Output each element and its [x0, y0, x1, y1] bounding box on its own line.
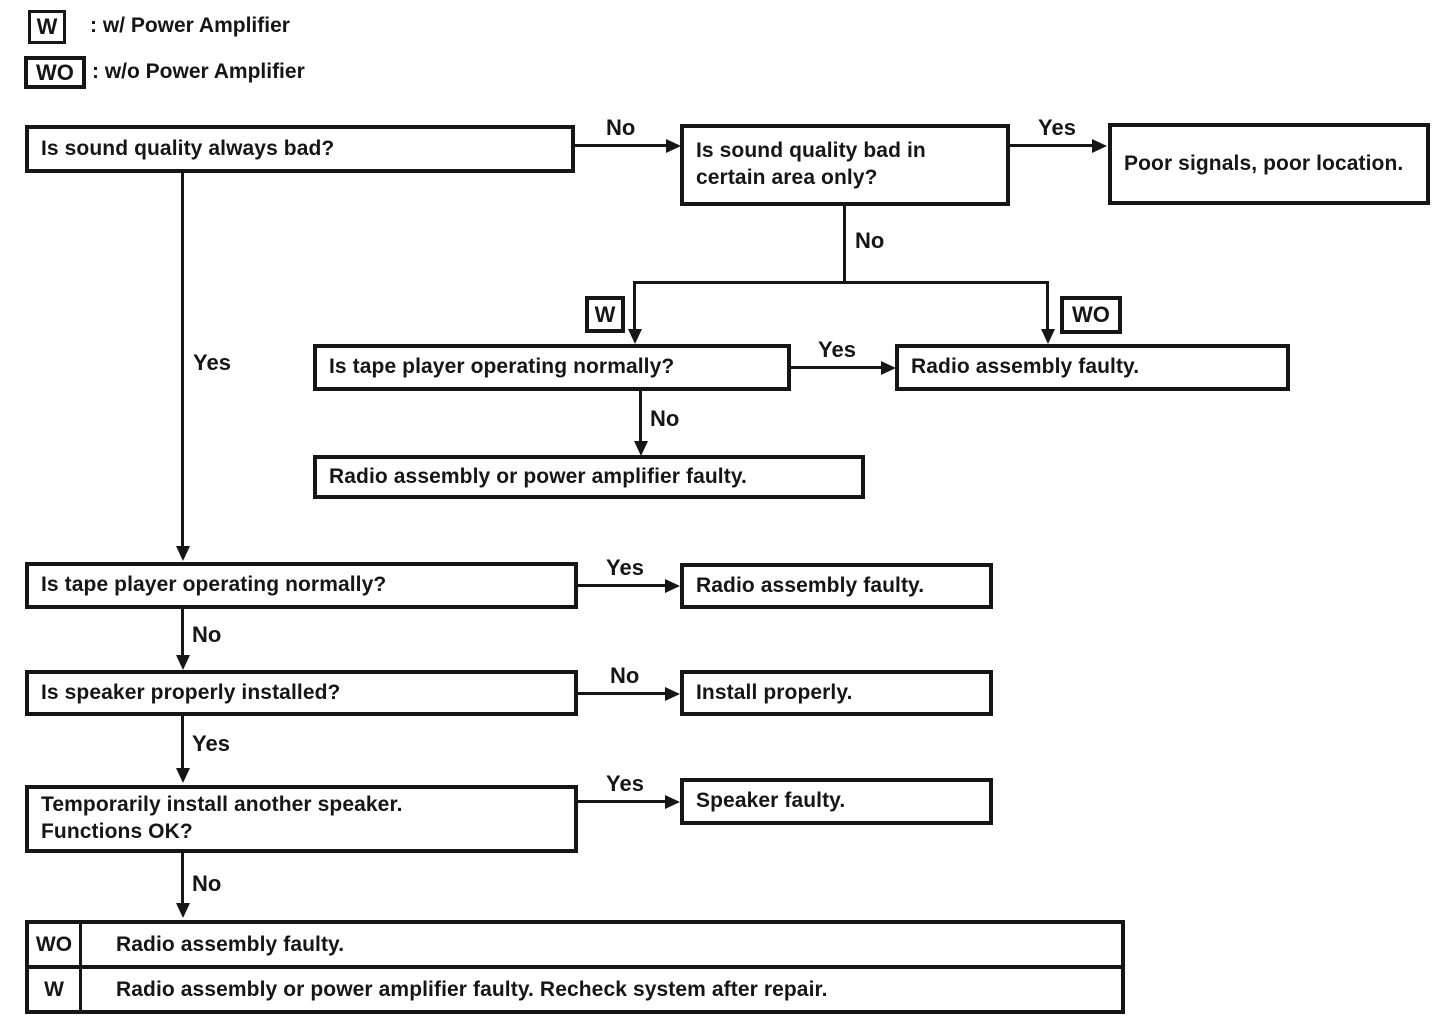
split-left-line	[633, 281, 636, 331]
edge-speaker-no-line	[578, 692, 668, 695]
edge-tape-top-yes-label: Yes	[818, 337, 856, 362]
node-q-certain-area-text: Is sound quality bad in certain area onl…	[696, 139, 926, 189]
edge-speaker-yes-label: Yes	[192, 731, 230, 756]
edge-q1-no-line	[575, 144, 668, 147]
edge-tape-mid-yes-arrowhead	[665, 579, 680, 593]
node-end-speaker-faulty-text: Speaker faulty.	[696, 789, 846, 813]
node-q-tape-player-top-text: Is tape player operating normally?	[329, 355, 675, 379]
split-left-arrowhead	[628, 329, 642, 344]
split-right-line	[1046, 281, 1049, 331]
edge-tape-mid-yes-line	[578, 584, 668, 587]
edge-tape-mid-yes-label: Yes	[606, 555, 644, 580]
edge-speaker-yes-line	[181, 716, 184, 770]
edge-q2-yes-label: Yes	[1038, 115, 1076, 140]
node-q-temp-speaker-line1: Temporarily install another speaker.	[41, 793, 403, 817]
legend-wo-symbol-text: WO	[36, 59, 74, 85]
node-end-radio-faulty-mid: Radio assembly faulty.	[680, 563, 993, 609]
legend-w-label: : w/ Power Amplifier	[90, 14, 290, 37]
node-end-radio-faulty-top-text: Radio assembly faulty.	[911, 355, 1140, 379]
edge-q2-yes-arrowhead	[1092, 139, 1107, 153]
edge-tape-mid-no-line	[181, 609, 184, 657]
result-table: WO Radio assembly faulty. W Radio assemb…	[25, 920, 1125, 1014]
legend-w-symbol-text: W	[36, 14, 58, 39]
edge-tape-top-yes-line	[791, 366, 884, 369]
legend-wo-label: : w/o Power Amplifier	[92, 60, 305, 83]
node-end-install-properly: Install properly.	[680, 670, 993, 716]
edge-tape-mid-no-label: No	[192, 622, 222, 647]
edge-speaker-no-label: No	[610, 663, 640, 688]
node-end-radio-faulty-top: Radio assembly faulty.	[895, 344, 1290, 391]
result-row-wo: WO Radio assembly faulty.	[29, 924, 1121, 965]
node-q-speaker-installed-text: Is speaker properly installed?	[41, 680, 341, 704]
edge-tape-mid-no-arrowhead	[176, 655, 190, 670]
legend-wo-symbol: WO	[24, 56, 86, 89]
split-horizontal-line	[633, 281, 1049, 284]
result-row-w: W Radio assembly or power amplifier faul…	[29, 965, 1121, 1010]
edge-q1-yes-label: Yes	[193, 350, 231, 375]
branch-wo-tag: WO	[1060, 296, 1122, 334]
edge-tape-top-no-arrowhead	[634, 441, 648, 456]
node-end-poor-signals-text: Poor signals, poor location.	[1124, 151, 1404, 175]
node-q-tape-player-mid-text: Is tape player operating normally?	[41, 573, 387, 597]
branch-wo-tag-text: WO	[1072, 302, 1110, 327]
node-end-radio-or-amp: Radio assembly or power amplifier faulty…	[313, 455, 865, 499]
edge-tape-top-yes-arrowhead	[881, 361, 896, 375]
result-row-w-tag: W	[29, 969, 82, 1010]
edge-temp-no-arrowhead	[176, 903, 190, 918]
edge-speaker-no-arrowhead	[665, 687, 680, 701]
edge-temp-yes-label: Yes	[606, 771, 644, 796]
node-q-always-bad: Is sound quality always bad?	[25, 125, 575, 173]
node-end-speaker-faulty: Speaker faulty.	[680, 778, 993, 825]
node-q-certain-area: Is sound quality bad in certain area onl…	[680, 124, 1010, 206]
legend-w-symbol: W	[28, 10, 66, 44]
node-end-radio-faulty-mid-text: Radio assembly faulty.	[696, 573, 925, 597]
edge-q1-no-arrowhead	[666, 139, 681, 153]
branch-w-tag-text: W	[594, 301, 616, 327]
branch-w-tag: W	[585, 296, 625, 333]
node-end-poor-signals: Poor signals, poor location.	[1108, 123, 1430, 205]
edge-temp-no-label: No	[192, 871, 222, 896]
edge-q1-yes-arrowhead	[176, 546, 190, 561]
node-q-temp-speaker-line2: Functions OK?	[41, 820, 193, 843]
edge-speaker-yes-arrowhead	[176, 768, 190, 783]
node-q-speaker-installed: Is speaker properly installed?	[25, 670, 578, 716]
edge-q2-no-line	[843, 206, 846, 284]
edge-q2-no-label: No	[855, 228, 885, 253]
node-q-tape-player-mid: Is tape player operating normally?	[25, 562, 578, 609]
edge-q1-no-label: No	[606, 115, 636, 140]
result-row-wo-text: Radio assembly faulty.	[116, 932, 345, 956]
edge-tape-top-no-label: No	[650, 406, 680, 431]
edge-temp-no-line	[181, 853, 184, 905]
edge-q1-yes-line	[181, 173, 184, 548]
edge-q2-yes-line	[1010, 144, 1096, 147]
edge-temp-yes-arrowhead	[665, 795, 680, 809]
node-end-radio-or-amp-text: Radio assembly or power amplifier faulty…	[329, 464, 747, 488]
result-row-wo-tag: WO	[29, 924, 82, 965]
node-q-tape-player-top: Is tape player operating normally?	[313, 344, 791, 391]
node-end-install-properly-text: Install properly.	[696, 680, 853, 704]
result-row-w-text: Radio assembly or power amplifier faulty…	[116, 977, 828, 1001]
edge-temp-yes-line	[578, 800, 668, 803]
node-q-always-bad-text: Is sound quality always bad?	[41, 136, 335, 160]
split-right-arrowhead	[1041, 329, 1055, 344]
edge-tape-top-no-line	[639, 391, 642, 443]
node-q-temp-speaker: Temporarily install another speaker. Fun…	[25, 785, 578, 853]
